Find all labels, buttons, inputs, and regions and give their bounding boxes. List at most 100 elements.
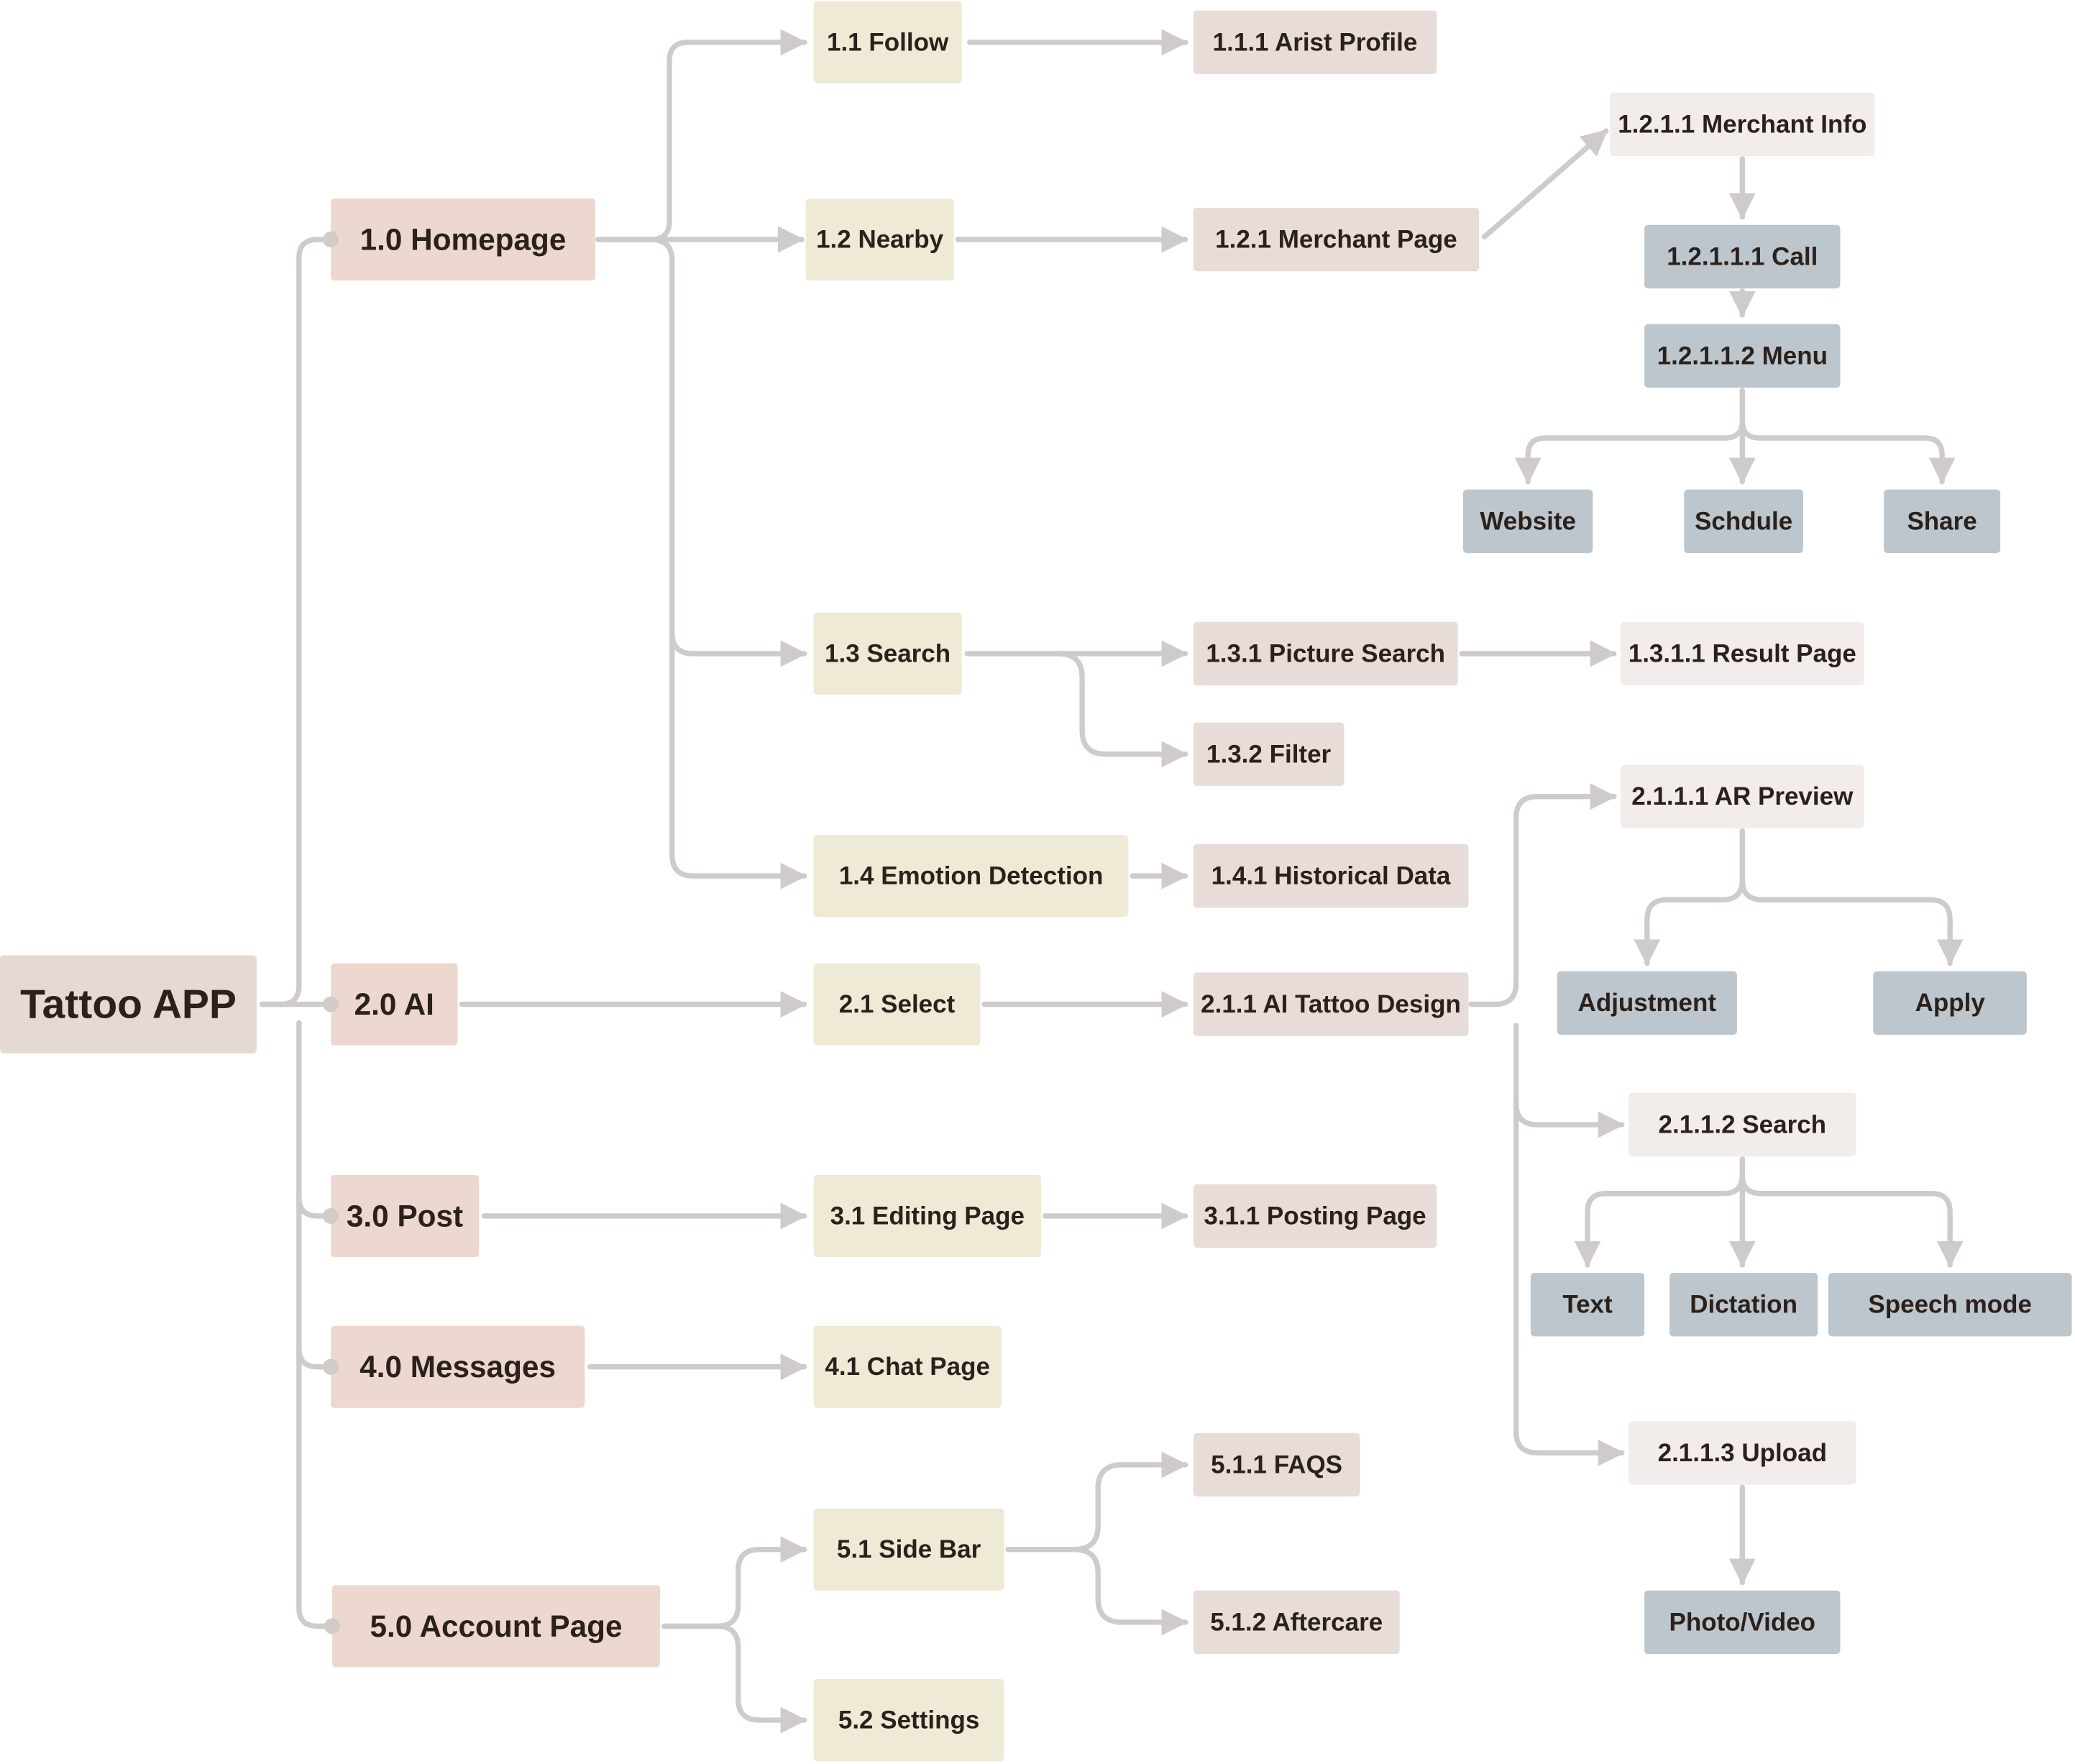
node-box — [1193, 1184, 1437, 1248]
node-schdule: Schdule — [1684, 489, 1803, 554]
node-label: 1.2.1 Merchant Page — [1215, 226, 1457, 254]
connector-line — [648, 237, 807, 667]
connector-dot — [323, 1208, 339, 1224]
node-box — [813, 1325, 1002, 1408]
node-label: 5.1.1 FAQS — [1211, 1450, 1342, 1479]
connector-line — [1055, 651, 1188, 768]
node-label: 4.0 Messages — [359, 1350, 556, 1384]
node-apply: Apply — [1873, 971, 2027, 1035]
node-label: Schdule — [1695, 508, 1792, 536]
node-n2-0: 2.0 AI — [323, 963, 458, 1046]
node-box — [1193, 844, 1469, 908]
node-n2-1-1-1: 2.1.1.1 AR Preview — [1621, 764, 1864, 828]
node-box — [1193, 621, 1458, 686]
connector-line — [1574, 1156, 1745, 1268]
node-box — [331, 1325, 585, 1408]
node-box — [331, 1585, 661, 1668]
node-label: 4.1 Chat Page — [825, 1353, 990, 1381]
node-website: Website — [1463, 489, 1593, 554]
node-box — [805, 198, 954, 281]
connector-line — [1468, 783, 1617, 1007]
node-label: Text — [1562, 1291, 1613, 1319]
node-label: 3.0 Post — [347, 1199, 463, 1233]
node-label: 1.3.2 Filter — [1206, 740, 1332, 768]
node-box — [1684, 489, 1803, 554]
node-box — [1193, 972, 1469, 1036]
node-n5-1-1: 5.1.1 FAQS — [1193, 1432, 1360, 1496]
connector-line — [1071, 1546, 1188, 1636]
node-n4-0: 4.0 Messages — [323, 1325, 585, 1408]
node-label: 5.1 Side Bar — [837, 1535, 981, 1563]
connector-line — [296, 1194, 334, 1370]
node-n3-0: 3.0 Post — [323, 1174, 480, 1257]
node-box — [1644, 324, 1841, 388]
node-box — [1193, 207, 1480, 272]
node-box — [1629, 1421, 1856, 1485]
node-n1-2-1-1-2: 1.2.1.1.2 Menu — [1644, 324, 1841, 388]
node-box — [813, 1, 962, 83]
node-label: Website — [1480, 508, 1576, 536]
node-label: 1.0 Homepage — [360, 223, 567, 257]
node-label: 1.3 Search — [825, 640, 951, 668]
node-box — [1621, 621, 1864, 686]
node-label: 1.2.1.1.1 Call — [1667, 243, 1818, 271]
connector-line — [714, 1623, 807, 1734]
connector-line — [296, 1345, 334, 1630]
node-label: Speech mode — [1868, 1291, 2032, 1319]
node-text: Text — [1530, 1273, 1645, 1337]
node-label: 2.1.1.1 AR Preview — [1631, 782, 1854, 810]
node-box — [1621, 764, 1864, 828]
node-box — [1193, 1432, 1360, 1496]
node-label: 1.1 Follow — [827, 28, 949, 56]
connector-line — [296, 1020, 334, 1219]
node-box — [331, 1174, 480, 1257]
node-n1-0: 1.0 Homepage — [323, 198, 595, 281]
node-dictation: Dictation — [1669, 1273, 1818, 1337]
node-label: 1.4 Emotion Detection — [839, 862, 1104, 890]
connector-line — [1739, 877, 1964, 966]
node-box — [813, 1508, 1004, 1591]
node-n3-1: 3.1 Editing Page — [813, 1174, 1042, 1257]
connector-dot — [323, 996, 339, 1013]
node-box — [1644, 1590, 1841, 1654]
node-box — [1463, 489, 1593, 554]
node-label: 5.1.2 Aftercare — [1210, 1608, 1383, 1636]
node-box — [813, 835, 1129, 918]
connector-line — [1513, 1023, 1625, 1138]
node-label: Dictation — [1690, 1291, 1797, 1319]
node-box — [813, 612, 962, 695]
node-n1-2: 1.2 Nearby — [805, 198, 954, 281]
node-label: 2.1.1 AI Tattoo Design — [1201, 990, 1461, 1018]
node-box — [1530, 1273, 1645, 1337]
node-box — [813, 1679, 1004, 1762]
node-label: 1.1.1 Arist Profile — [1213, 28, 1418, 56]
node-label: 5.0 Account Page — [370, 1609, 622, 1643]
node-n2-1-1: 2.1.1 AI Tattoo Design — [1193, 972, 1469, 1036]
node-label: 1.2.1.1.2 Menu — [1657, 342, 1828, 370]
node-n3-1-1: 3.1.1 Posting Page — [1193, 1184, 1437, 1248]
node-n2-1: 2.1 Select — [813, 963, 981, 1046]
connector-line — [1634, 828, 1745, 966]
node-label: Photo/Video — [1669, 1608, 1816, 1636]
node-box — [331, 963, 458, 1046]
node-n5-0: 5.0 Account Page — [324, 1585, 661, 1668]
node-n2-1-1-3: 2.1.1.3 Upload — [1629, 1421, 1856, 1485]
connector-line — [1513, 1100, 1625, 1466]
node-label: Apply — [1915, 989, 1986, 1017]
node-n5-1-2: 5.1.2 Aftercare — [1193, 1590, 1400, 1654]
node-label: 2.1.1.3 Upload — [1658, 1439, 1827, 1467]
node-n1-4-1: 1.4.1 Historical Data — [1193, 844, 1469, 908]
connector-line — [1514, 388, 1745, 485]
node-label: Tattoo APP — [20, 982, 237, 1028]
connector-line — [1739, 1172, 1964, 1268]
node-adjustment: Adjustment — [1557, 971, 1737, 1035]
node-box — [813, 1174, 1042, 1257]
node-label: 5.2 Settings — [838, 1706, 979, 1735]
node-n1-3-1: 1.3.1 Picture Search — [1193, 621, 1458, 686]
node-box — [1669, 1273, 1818, 1337]
connector-lines — [259, 29, 1964, 1734]
connector-dot — [324, 1618, 340, 1635]
node-label: 1.2.1.1 Merchant Info — [1618, 111, 1866, 139]
node-n1-3-1-1: 1.3.1.1 Result Page — [1621, 621, 1864, 686]
